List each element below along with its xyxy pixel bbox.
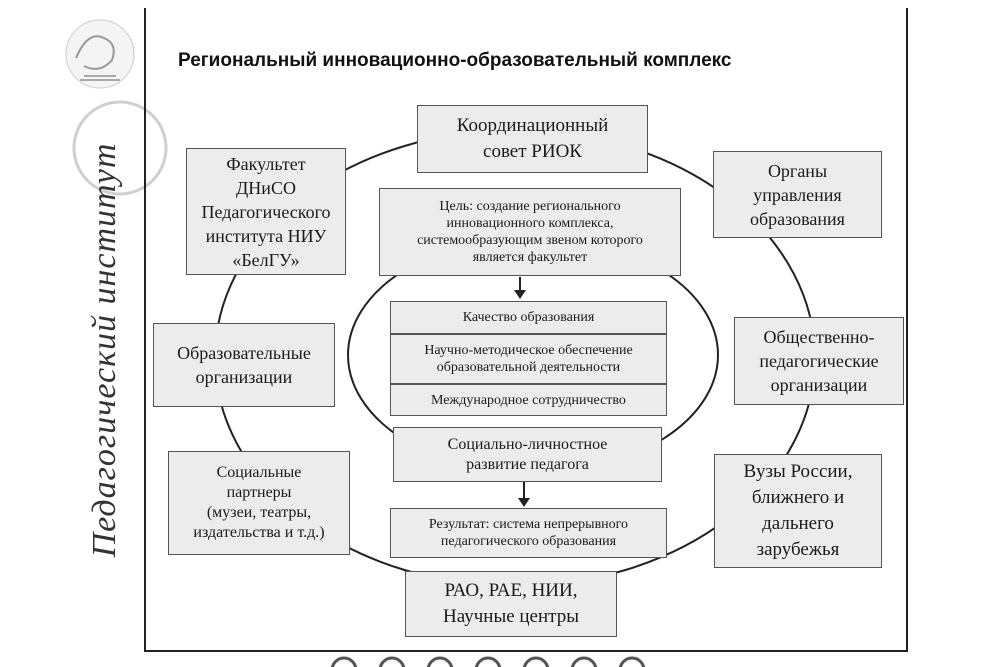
box-education-authorities: Органы управления образования bbox=[713, 151, 882, 238]
box-methodical-support: Научно-методическое обеспечение образова… bbox=[390, 334, 667, 384]
box-faculty: Факультет ДНиСО Педагогического институт… bbox=[186, 148, 346, 275]
decorative-circles bbox=[330, 656, 646, 667]
box-social-personal-development: Социально-личностное развитие педагога bbox=[393, 427, 662, 482]
side-title: Педагогический институт bbox=[86, 142, 123, 558]
box-result: Результат: система непрерывного педагоги… bbox=[390, 508, 667, 558]
box-rao-research: РАО, РАЕ, НИИ, Научные центры bbox=[405, 571, 617, 637]
box-coordination-council: Координационный совет РИОК bbox=[417, 105, 648, 173]
page-title: Региональный инновационно-образовательны… bbox=[178, 50, 732, 71]
box-public-pedagogical-organizations: Общественно- педагогические организации bbox=[734, 317, 904, 405]
box-goal: Цель: создание регионального инновационн… bbox=[379, 188, 681, 276]
arrow-goal-to-quality bbox=[514, 277, 526, 299]
box-quality: Качество образования bbox=[390, 301, 667, 334]
box-international-cooperation: Международное сотрудничество bbox=[390, 384, 667, 416]
box-educational-organizations: Образовательные организации bbox=[153, 323, 335, 407]
arrow-social-to-result bbox=[518, 482, 530, 507]
logo-emblem bbox=[65, 19, 168, 196]
box-universities: Вузы России, ближнего и дальнего зарубеж… bbox=[714, 454, 882, 568]
page-frame bbox=[144, 8, 908, 652]
box-social-partners: Социальные партнеры (музеи, театры, изда… bbox=[168, 451, 350, 555]
